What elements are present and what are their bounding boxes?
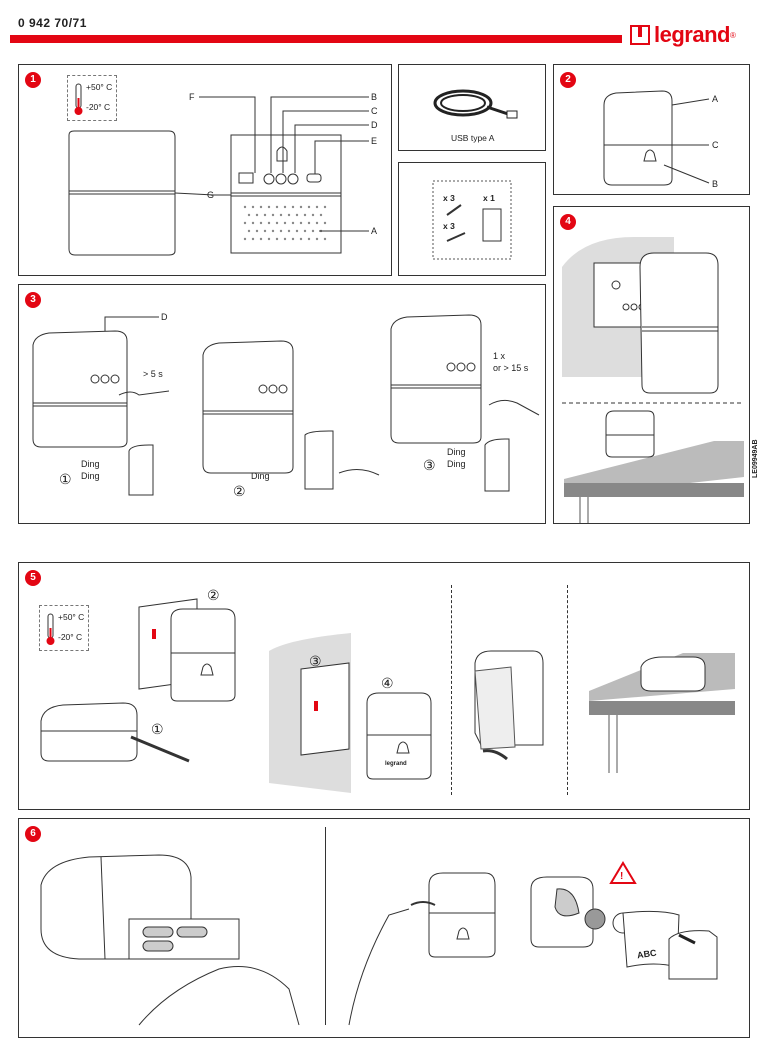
step-badge-4: 4	[560, 214, 576, 230]
ding-2: Ding	[251, 471, 270, 481]
label-f: F	[189, 92, 195, 102]
install-step-3: ③	[309, 653, 322, 669]
label-c: C	[371, 106, 378, 116]
step-badge-5: 5	[25, 570, 41, 586]
button-installation-illustration	[40, 598, 735, 793]
divider-solid	[325, 827, 326, 1025]
speaker-grille	[243, 205, 327, 241]
label-b: B	[371, 92, 378, 102]
install-step-1: ①	[151, 721, 164, 737]
panel-step-2: 2 A C B	[553, 64, 750, 195]
battery-replacement-illustration	[40, 854, 718, 1026]
panel-step-3: 3 D > 5 s 1 x or > 15 s Ding Ding ① Ding…	[18, 284, 546, 524]
sequence-step-3: ③	[423, 457, 436, 473]
label-e: E	[371, 136, 378, 146]
label-d-step3: D	[161, 312, 168, 322]
ding-1a: Ding	[81, 459, 100, 469]
fixing-kit-bag	[432, 180, 512, 260]
panel-step-4: 4	[553, 206, 750, 524]
ding-3b: Ding	[447, 459, 466, 469]
label-g: G	[207, 190, 215, 200]
warning-icon: !	[620, 871, 624, 882]
header-red-bar	[10, 35, 622, 43]
step-badge-6: 6	[25, 826, 41, 842]
install-step-2: ②	[207, 587, 220, 603]
panel-step-5: 5 +50° C -20° C	[18, 562, 750, 810]
temp-low: -20° C	[86, 102, 111, 112]
panel-step-6: 6 ! ABC	[18, 818, 750, 1038]
step-badge-3: 3	[25, 292, 41, 308]
side-reference-code: LE09949AB	[752, 439, 759, 478]
button-label-a: A	[712, 94, 719, 104]
button-brand-mark: legrand	[385, 761, 407, 767]
usb-type-label: USB type A	[451, 133, 495, 143]
temp-high-step5: +50° C	[58, 612, 85, 622]
install-step-4: ④	[381, 675, 394, 691]
temperature-box-step5: +50° C -20° C	[39, 605, 89, 651]
usb-cable-icon	[433, 89, 518, 119]
step-badge-2: 2	[560, 72, 576, 88]
sequence-step-1: ①	[59, 471, 72, 487]
press-count: 1 x	[493, 351, 506, 361]
step-badge-1: 1	[25, 72, 41, 88]
brand-name: legrand	[654, 22, 730, 47]
sequence-step-2: ②	[233, 483, 246, 499]
panel-step-1: 1 +50° C -20° C	[18, 64, 392, 276]
button-label-c: C	[712, 140, 719, 150]
panel-usb-cable: USB type A	[398, 64, 546, 151]
kit-qty-screws: x 3	[443, 221, 455, 231]
press-duration-short: > 5 s	[143, 369, 163, 379]
panel-fixing-kit: x 3 x 1 x 3	[398, 162, 546, 276]
kit-qty-adhesive: x 1	[483, 193, 495, 203]
legrand-logo: legrand ®	[630, 22, 736, 48]
divider-dashed-1	[451, 585, 452, 795]
ding-3a: Ding	[447, 447, 466, 457]
divider-dashed-2	[567, 585, 568, 795]
ding-1b: Ding	[81, 471, 100, 481]
push-button-illustration	[603, 90, 710, 186]
thermometer-icon	[46, 613, 55, 645]
pairing-sequence-illustration	[32, 314, 540, 496]
brand-registered-mark: ®	[729, 30, 736, 40]
temp-low-step5: -20° C	[58, 632, 83, 642]
temperature-box: +50° C -20° C	[67, 75, 117, 121]
wall-and-table-illustration	[562, 237, 744, 523]
label-d: D	[371, 120, 378, 130]
chime-front-illustration	[68, 96, 369, 256]
button-label-b: B	[712, 179, 719, 189]
temp-high: +50° C	[86, 82, 113, 92]
legrand-logo-icon	[630, 25, 650, 45]
label-a: A	[371, 226, 378, 236]
thermometer-icon	[74, 83, 83, 115]
kit-qty-anchors: x 3	[443, 193, 455, 203]
press-duration-long: or > 15 s	[493, 363, 529, 373]
document-code: 0 942 70/71	[18, 16, 87, 30]
